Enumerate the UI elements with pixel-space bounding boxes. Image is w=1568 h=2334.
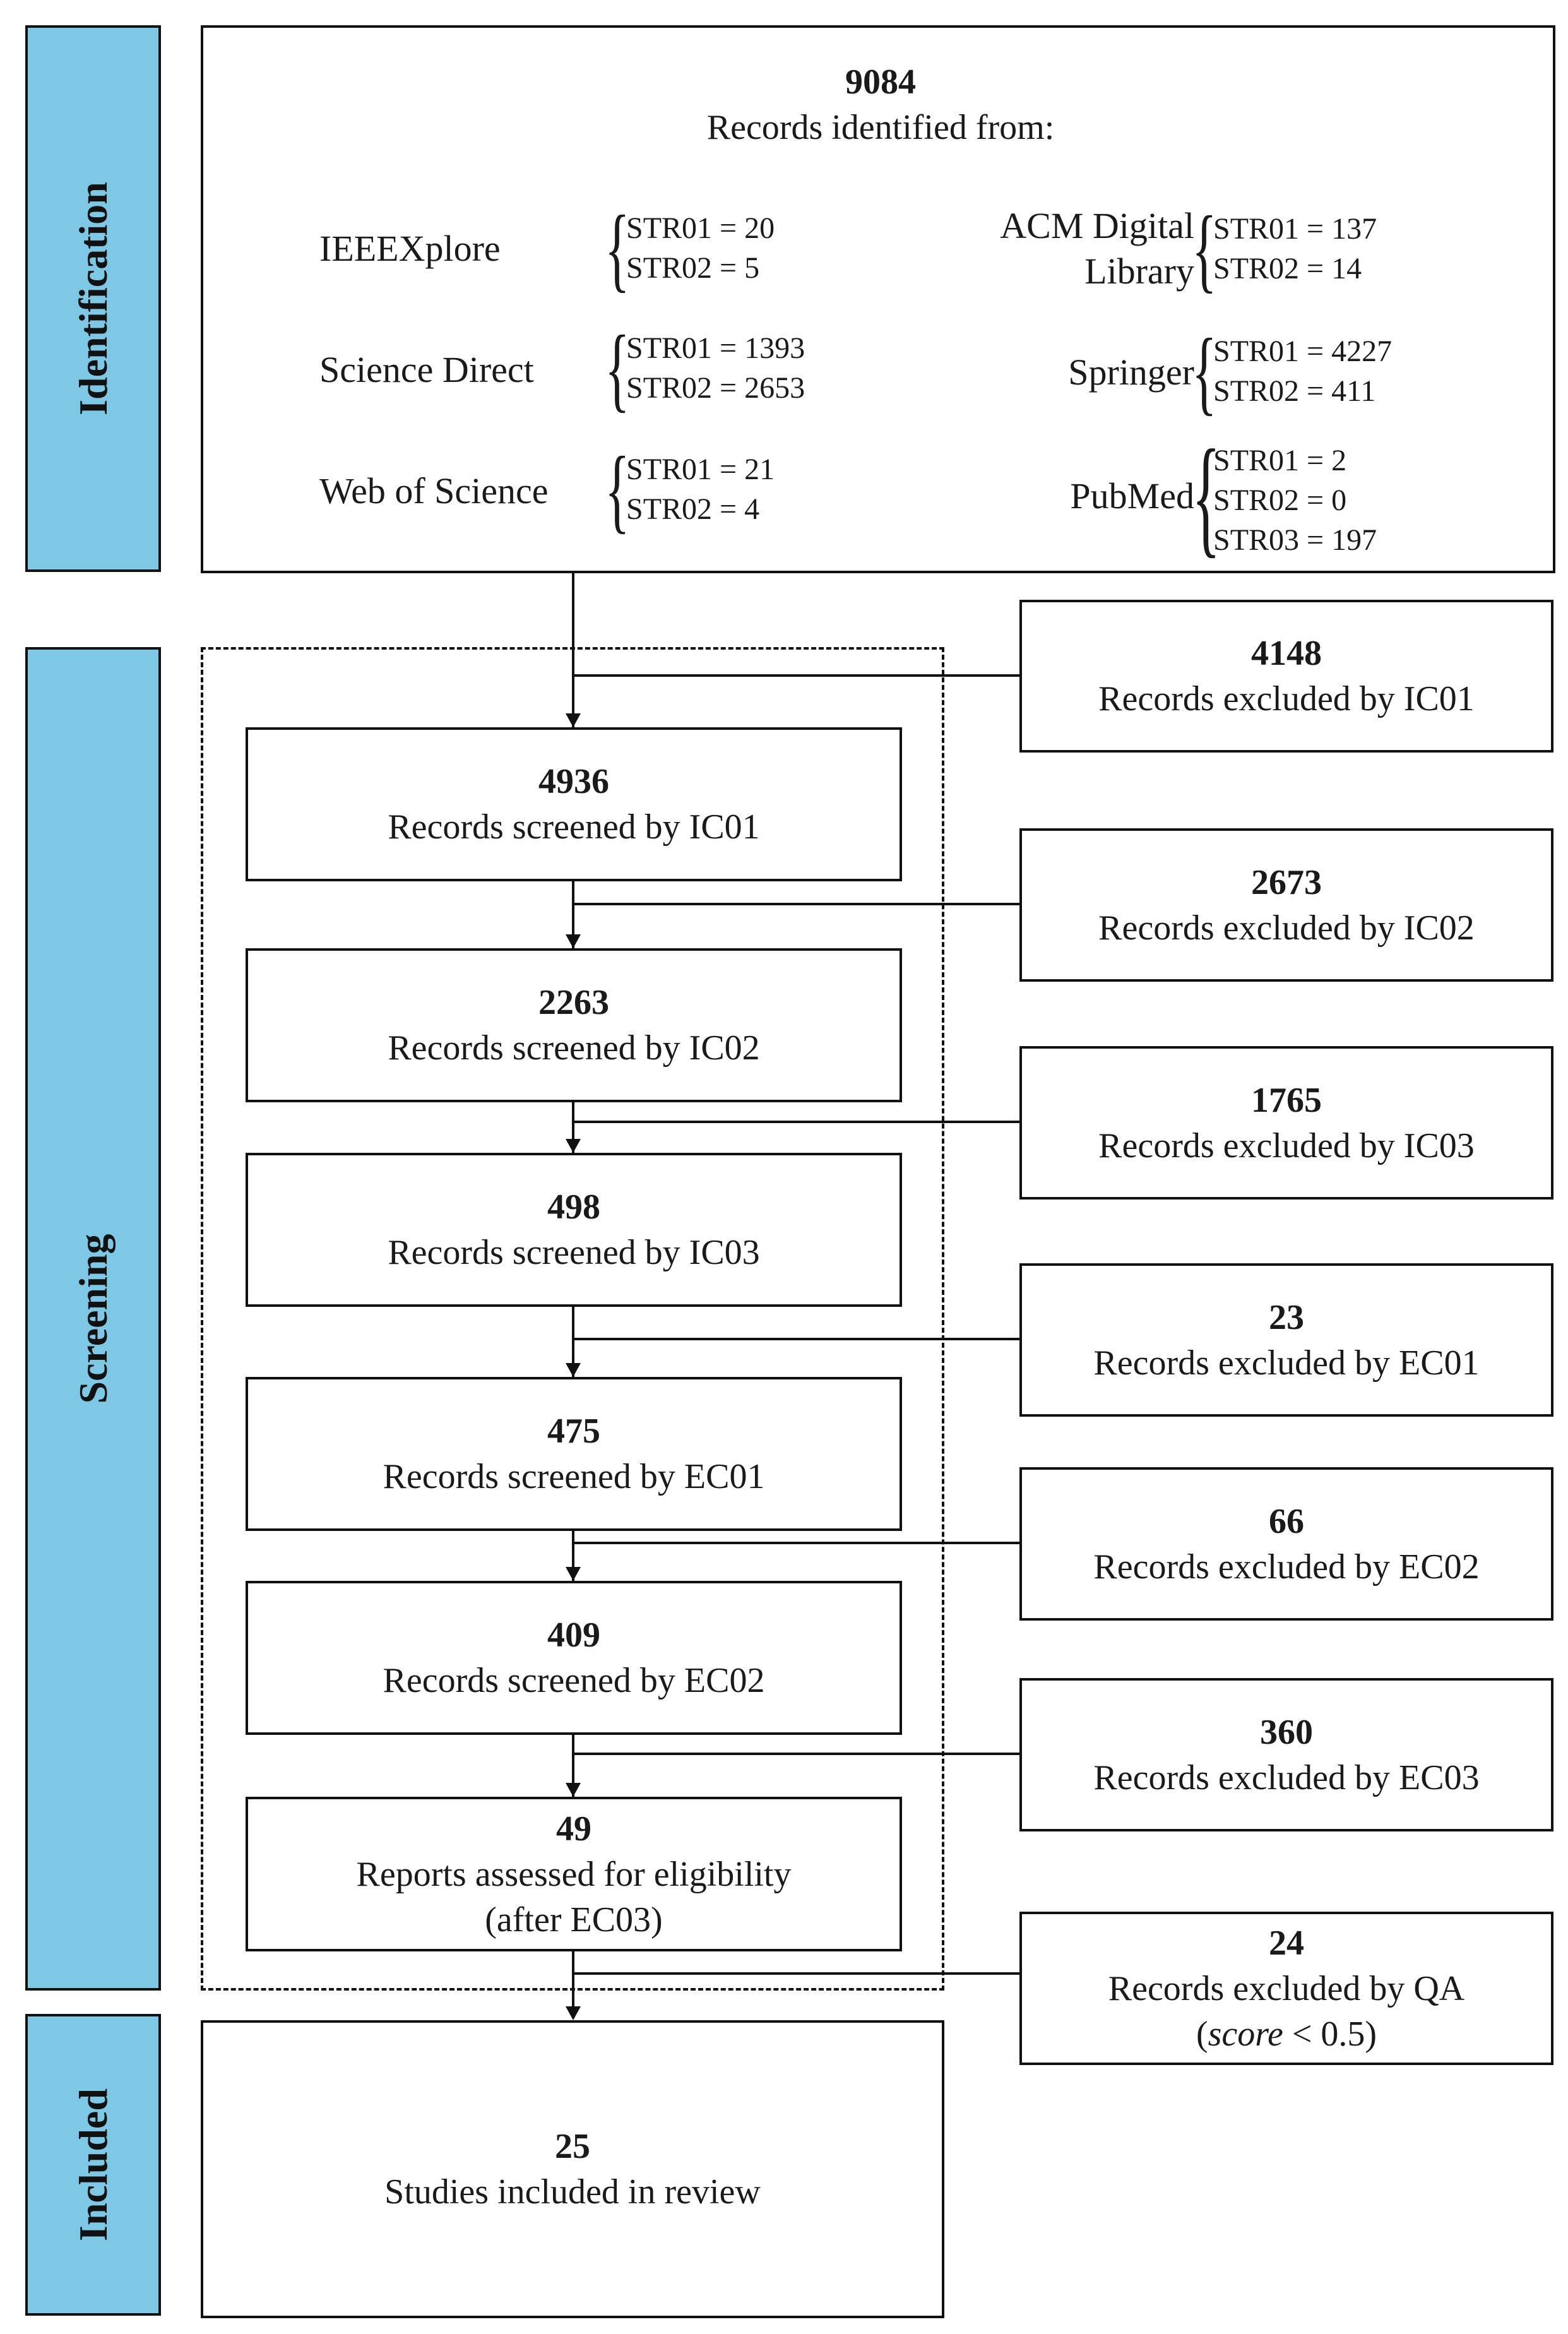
arrowhead-to-eligibility	[566, 1783, 581, 1797]
included-count: 25	[555, 2127, 590, 2166]
connector-ic02	[572, 903, 1019, 905]
arrowhead-to-ic03	[566, 1139, 581, 1153]
excluded-count: 66	[1269, 1501, 1304, 1541]
excluded-label: Records excluded by IC02	[1098, 908, 1475, 948]
eligibility-box: 49 Reports assessed for eligibility (aft…	[246, 1797, 902, 1951]
excluded-label: Records excluded by EC01	[1093, 1343, 1480, 1383]
connector-ec02	[572, 1542, 1019, 1544]
screened-label-secondary: (after EC03)	[485, 1900, 663, 1939]
source-web-of-science-str02: STR02 = 4	[626, 492, 760, 526]
screened-box-ec01: 475 Records screened by EC01	[246, 1377, 902, 1531]
stage-screening: Screening	[25, 647, 161, 1991]
excluded-box-ec01: 23 Records excluded by EC01	[1019, 1263, 1553, 1417]
excluded-count: 1765	[1251, 1080, 1322, 1120]
source-science-direct: Science Direct	[319, 349, 534, 390]
connector-ec01	[572, 1338, 1019, 1340]
brace-ieeexplore: {	[605, 196, 630, 301]
source-acm-line1: ACM Digital	[1000, 205, 1194, 246]
included-label: Studies included in review	[384, 2172, 761, 2212]
screened-count: 475	[547, 1412, 600, 1451]
brace-pubmed: {	[1192, 423, 1221, 569]
source-science-direct-str02: STR02 = 2653	[626, 371, 805, 405]
source-ieeexplore-str02: STR02 = 5	[626, 251, 760, 285]
arrowhead-to-ic01	[566, 713, 581, 727]
stage-screening-label: Screening	[70, 1234, 116, 1404]
excluded-box-ic03: 1765 Records excluded by IC03	[1019, 1046, 1553, 1200]
brace-web-of-science: {	[605, 438, 630, 542]
stage-identification: Identification	[25, 25, 161, 572]
excluded-box-ic02: 2673 Records excluded by IC02	[1019, 828, 1553, 982]
screened-label: Records screened by EC01	[383, 1457, 765, 1496]
source-web-of-science-str01: STR01 = 21	[626, 453, 775, 486]
screened-label: Reports assessed for eligibility	[356, 1854, 792, 1894]
connector-ic03	[572, 1121, 1019, 1123]
stage-included-label: Included	[70, 2088, 116, 2241]
qa-paren-open: (	[1196, 2014, 1208, 2054]
identification-label: Records identified from:	[706, 108, 1055, 147]
connector-qa	[572, 1972, 1019, 1975]
source-pubmed-str03: STR03 = 197	[1213, 523, 1377, 557]
included-box: 25 Studies included in review	[201, 2020, 944, 2318]
source-springer-str01: STR01 = 4227	[1213, 335, 1393, 368]
screened-label: Records screened by IC01	[388, 807, 760, 847]
source-web-of-science: Web of Science	[319, 470, 549, 511]
brace-springer: {	[1192, 319, 1217, 424]
stage-included: Included	[25, 2014, 161, 2316]
source-pubmed-str02: STR02 = 0	[1213, 484, 1347, 517]
screened-label: Records screened by IC02	[388, 1028, 760, 1068]
screened-box-ic02: 2263 Records screened by IC02	[246, 948, 902, 1102]
screened-box-ic01: 4936 Records screened by IC01	[246, 727, 902, 881]
source-springer: Springer	[1068, 352, 1194, 393]
excluded-label: Records excluded by EC02	[1093, 1547, 1480, 1587]
qa-score-threshold: < 0.5)	[1283, 2014, 1377, 2054]
excluded-box-ic01: 4148 Records excluded by IC01	[1019, 600, 1553, 753]
excluded-count: 2673	[1251, 862, 1322, 902]
source-pubmed-str01: STR01 = 2	[1213, 444, 1347, 477]
brace-acm: {	[1192, 197, 1217, 302]
identification-count: 9084	[845, 63, 916, 102]
source-ieeexplore-str01: STR01 = 20	[626, 211, 775, 245]
connector-ec03	[572, 1753, 1019, 1755]
screened-count: 49	[556, 1809, 591, 1849]
connector-ic01	[572, 674, 1019, 677]
excluded-box-ec03: 360 Records excluded by EC03	[1019, 1678, 1553, 1831]
excluded-label: Records excluded by IC03	[1098, 1126, 1475, 1165]
excluded-count: 360	[1260, 1712, 1313, 1752]
arrowhead-to-ec01	[566, 1363, 581, 1377]
arrowhead-to-ec02	[566, 1567, 581, 1581]
arrowhead-to-included	[566, 2006, 581, 2020]
source-acm-str02: STR02 = 14	[1213, 252, 1362, 285]
excluded-box-ec02: 66 Records excluded by EC02	[1019, 1467, 1553, 1621]
screened-box-ic03: 498 Records screened by IC03	[246, 1153, 902, 1307]
screened-count: 2263	[538, 983, 609, 1022]
identification-box: 9084 Records identified from: IEEEXplore…	[201, 25, 1555, 573]
excluded-count: 4148	[1251, 634, 1322, 673]
source-pubmed: PubMed	[1070, 475, 1194, 516]
excluded-label: Records excluded by IC01	[1098, 679, 1475, 718]
source-acm-line2: Library	[1084, 251, 1194, 292]
excluded-label: Records excluded by EC03	[1093, 1758, 1480, 1797]
screened-count: 409	[547, 1616, 600, 1655]
screened-label: Records screened by EC02	[383, 1661, 765, 1700]
screened-box-ec02: 409 Records screened by EC02	[246, 1581, 902, 1735]
excluded-count: 23	[1269, 1297, 1304, 1337]
source-springer-str02: STR02 = 411	[1213, 374, 1376, 408]
excluded-box-qa: 24 Records excluded by QA (score < 0.5)	[1019, 1912, 1553, 2065]
screened-count: 4936	[538, 762, 609, 801]
screened-label: Records screened by IC03	[388, 1233, 760, 1272]
source-acm-str01: STR01 = 137	[1213, 212, 1377, 246]
excluded-label-secondary: (score < 0.5)	[1196, 2011, 1377, 2057]
arrowhead-to-ic02	[566, 934, 581, 948]
excluded-label: Records excluded by QA	[1108, 1968, 1465, 2008]
source-science-direct-str01: STR01 = 1393	[626, 331, 805, 365]
brace-science-direct: {	[605, 316, 630, 421]
source-ieeexplore: IEEEXplore	[319, 228, 501, 269]
screened-count: 498	[547, 1188, 600, 1227]
qa-score-term: score	[1208, 2014, 1283, 2054]
stage-identification-label: Identification	[70, 182, 116, 415]
excluded-count: 24	[1269, 1923, 1304, 1963]
